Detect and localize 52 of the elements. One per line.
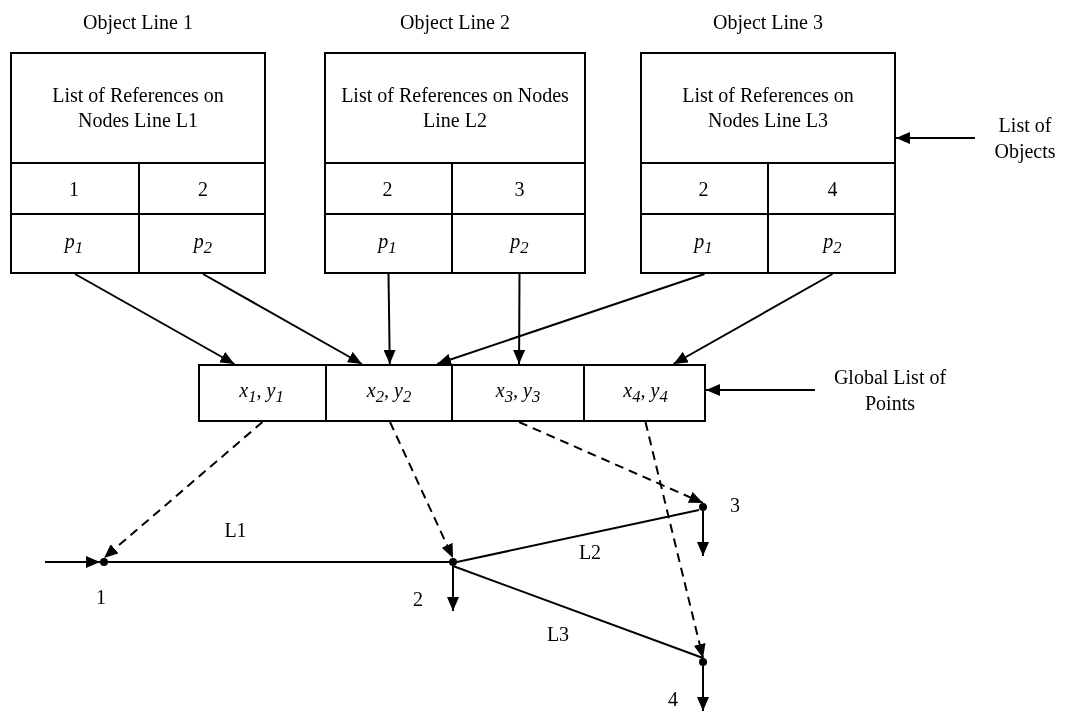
arrow [895,132,976,144]
arrow [513,273,526,365]
point-number: 4 [668,688,678,710]
dashed-arrow [103,421,264,559]
point-dot [699,658,707,666]
point-dot [449,558,457,566]
arrow [44,556,101,568]
table-cell: x$_{1}$, y$_{1}$ [198,364,327,422]
table-cell: x$_{3}$, y$_{3}$ [453,364,585,422]
note-text: List of Objects [975,110,1075,166]
table-cell: 2 [140,162,266,213]
table-cell: x$_{2}$, y$_{2}$ [327,364,453,422]
table-cell: 2 [640,162,769,213]
table-cell: p$_{2}$ [453,213,586,274]
table-cell: p$_{1}$ [10,213,140,274]
point-dot [100,558,108,566]
arrow [202,273,363,365]
table-cell: 3 [453,162,586,213]
arrow [447,565,459,612]
point-number: 3 [730,494,740,516]
table-cell: 1 [10,162,140,213]
connector-line [452,565,704,659]
dashed-arrow [644,421,706,659]
table-cell: 4 [769,162,896,213]
arrow [74,273,236,365]
arrow [383,273,396,365]
table-header: List of References on Nodes Line L3 [681,83,855,133]
point-dot [699,503,707,511]
point-number: 1 [96,586,106,608]
table-title: Object Line 3 [712,10,824,34]
table-cell: p$_{1}$ [324,213,453,274]
arrow [672,273,834,365]
dashed-arrow [518,421,704,504]
point-number: 2 [413,588,423,610]
arrow [697,665,709,712]
table-title: Object Line 2 [399,10,511,34]
note-text: Global List of Points [815,364,965,416]
table-title: Object Line 1 [82,10,194,34]
dashed-arrow [389,421,454,559]
table-cell: x$_{4}$, y$_{4}$ [585,364,706,422]
arrow [436,273,706,366]
connector-line [107,561,450,563]
point-list-box [198,364,706,422]
table-cell: p$_{2}$ [769,213,896,274]
connector-line [456,509,700,563]
table-header: List of References on Nodes Line L2 [340,83,570,133]
table-cell: p$_{1}$ [640,213,769,274]
arrow [705,384,816,396]
table-header: List of References on Nodes Line L1 [51,83,225,133]
table-cell: p$_{2}$ [140,213,266,274]
arrow [697,510,709,557]
table-cell: 2 [324,162,453,213]
